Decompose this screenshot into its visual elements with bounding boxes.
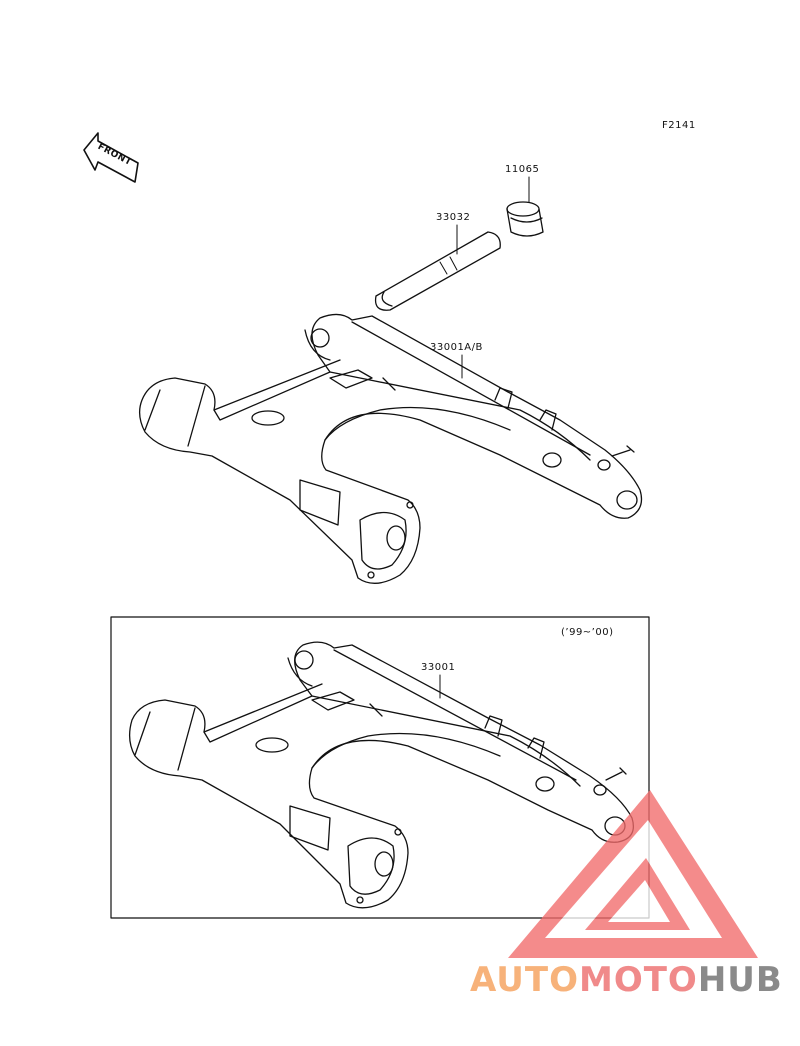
swingarm-33001ab <box>138 313 643 584</box>
automotohub-logo-icon <box>508 790 758 958</box>
bushing-11065 <box>506 201 544 237</box>
diagram-id: F2141 <box>662 120 696 131</box>
pivot-shaft-33032 <box>374 231 501 311</box>
wordmark-hub: HUB <box>697 960 783 1000</box>
part-label-33001ab: 33001A/B <box>430 342 483 353</box>
inset-frame <box>110 616 650 919</box>
wordmark-moto: MOTO <box>578 960 698 1000</box>
automotohub-wordmark: AUTOMOTOHUB <box>470 960 783 1000</box>
inset-years-label: (’99~’00) <box>561 627 614 638</box>
front-arrow-icon <box>83 132 139 183</box>
part-label-33032: 33032 <box>436 212 471 223</box>
part-label-33001: 33001 <box>421 662 456 673</box>
part-label-11065: 11065 <box>505 164 540 175</box>
wordmark-auto: AUTO <box>470 960 579 1000</box>
swingarm-33001 <box>128 641 635 909</box>
